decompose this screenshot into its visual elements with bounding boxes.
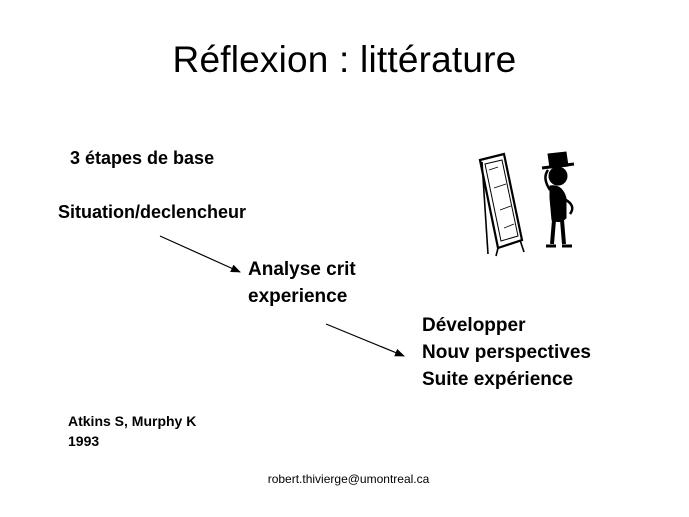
reference-authors: Atkins S, Murphy K: [68, 413, 197, 429]
step-develop: Développer Nouv perspectives Suite expér…: [422, 312, 591, 393]
step-analyse: Analyse crit experience: [248, 256, 356, 310]
step-develop-line-2: Nouv perspectives: [422, 342, 591, 363]
slide-title: Réflexion : littérature: [172, 39, 517, 80]
step-develop-line-1: Développer: [422, 315, 526, 336]
reference-year: 1993: [68, 433, 100, 449]
man-looking-in-mirror-icon: [478, 151, 575, 257]
steps-heading: 3 étapes de base: [70, 148, 215, 168]
step-situation: Situation/declencheur: [58, 202, 247, 222]
step-analyse-line-1: Analyse crit: [248, 259, 356, 280]
arrow-step2-to-step3: [325, 323, 405, 357]
step-develop-line-3: Suite expérience: [422, 369, 574, 390]
step-analyse-line-2: experience: [248, 286, 348, 307]
mirror-icon: [478, 152, 525, 257]
footer-email: robert.thivierge@umontreal.ca: [267, 472, 430, 486]
arrow-step1-to-step2: [159, 235, 241, 273]
reference-citation: Atkins S, Murphy K 1993: [68, 411, 196, 451]
man-figure-icon: [541, 151, 575, 248]
